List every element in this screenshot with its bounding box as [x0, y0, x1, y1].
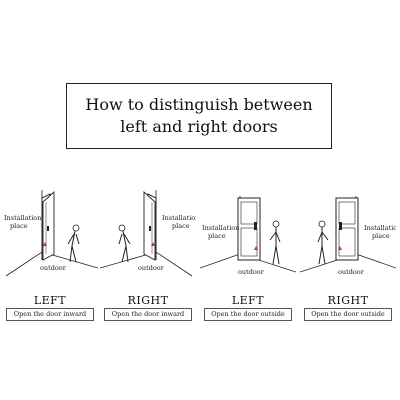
outdoor-label-2: outdoor	[138, 264, 165, 272]
outdoor-label-4: outdoor	[338, 268, 365, 276]
side-label-left-1: LEFT	[33, 294, 67, 307]
door-diagram-right-inward-svg: Installation place outdoor	[100, 190, 196, 277]
title-box: How to distinguish between left and righ…	[66, 83, 332, 149]
side-label-right-1: RIGHT	[127, 294, 169, 307]
door-diagram-right-outside-svg: Installation place outdoor	[300, 196, 396, 276]
installation-label-4: Installation	[364, 224, 396, 232]
caption-inward-left: Open the door inward	[6, 308, 94, 321]
outdoor-label-3: outdoor	[238, 268, 265, 276]
door-diagram-left-inward-svg: Installation place outdoor	[4, 190, 98, 277]
caption-outside-right: Open the door outside	[304, 308, 392, 321]
title-line-2: left and right doors	[120, 117, 278, 136]
outdoor-label-1: outdoor	[40, 264, 67, 272]
installation-label-3b: place	[208, 232, 226, 240]
door-diagram-left-outside-svg: Installation place outdoor	[200, 196, 296, 276]
installation-label-1: Installation	[4, 214, 41, 222]
title-line-1: How to distinguish between	[85, 95, 313, 114]
installation-label-2b: place	[172, 222, 190, 230]
door-diagram-left-inward: Installation place outdoor	[2, 188, 98, 278]
installation-label-3: Installation	[202, 224, 239, 232]
caption-outside-left: Open the door outside	[204, 308, 292, 321]
caption-inward-right: Open the door inward	[104, 308, 192, 321]
door-diagram-left-outside: Installation place outdoor	[200, 188, 296, 278]
installation-label-4b: place	[372, 232, 390, 240]
installation-label-2: Installation	[162, 214, 196, 222]
door-diagram-right-inward: Installation place outdoor	[100, 188, 196, 278]
side-label-right-2: RIGHT	[327, 294, 369, 307]
side-label-left-2: LEFT	[231, 294, 265, 307]
installation-label-1b: place	[10, 222, 28, 230]
door-diagram-right-outside: Installation place outdoor	[300, 188, 396, 278]
